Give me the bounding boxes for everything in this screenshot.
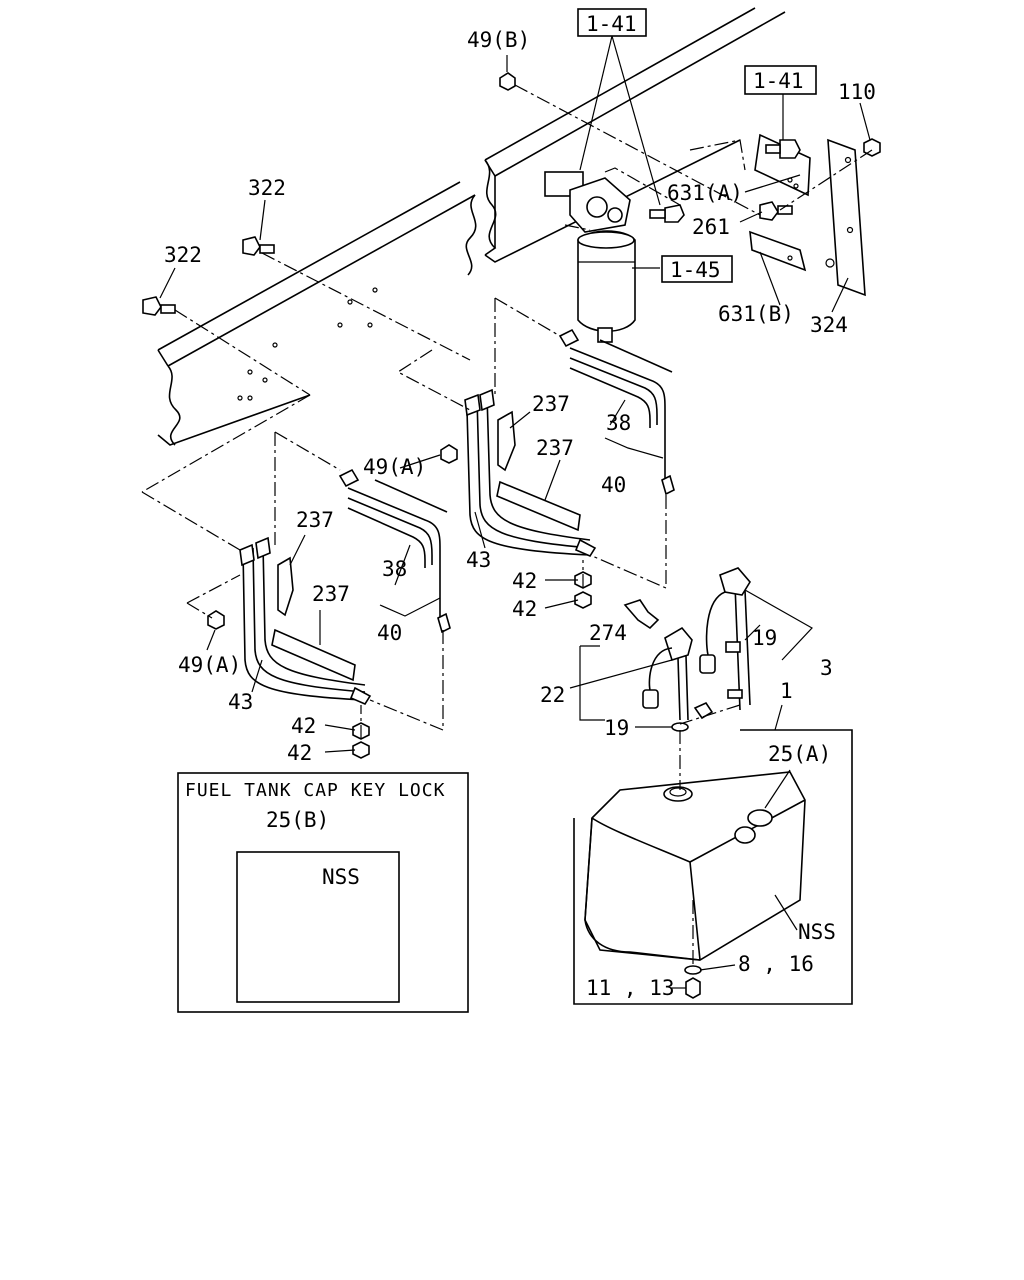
frame-rail-lower <box>157 181 477 446</box>
hardware <box>142 72 881 999</box>
callout-43-b: 43 <box>228 690 253 714</box>
inset-part-25b: 25(B) <box>266 808 329 832</box>
fuel-sender-units <box>623 567 751 721</box>
tank-frame <box>573 729 853 1005</box>
tank-band-set-left <box>239 468 451 706</box>
callout-25a: 25(A) <box>768 742 831 766</box>
frame-rail-upper <box>484 7 786 263</box>
callout-631b: 631(B) <box>718 302 794 326</box>
callout-42-b: 42 <box>512 597 537 621</box>
callout-40-b: 40 <box>377 621 402 645</box>
callout-43-a: 43 <box>466 548 491 572</box>
fuel-filter-assembly <box>544 171 636 343</box>
callout-49a-b: 49(A) <box>178 653 241 677</box>
callout-49b: 49(B) <box>467 28 530 52</box>
callout-8-16: 8 , 16 <box>738 952 814 976</box>
callout-322-a: 322 <box>248 176 286 200</box>
callout-38-b: 38 <box>382 557 407 581</box>
callout-237-c: 237 <box>296 508 334 532</box>
callout-261: 261 <box>692 215 730 239</box>
inset-nss: NSS <box>322 865 360 889</box>
callout-42-d: 42 <box>287 741 312 765</box>
inset-frame <box>177 772 469 1013</box>
callout-40-a: 40 <box>601 473 626 497</box>
callout-49a-a: 49(A) <box>363 455 426 479</box>
callout-19-b: 19 <box>604 716 629 740</box>
callout-42-c: 42 <box>291 714 316 738</box>
ref-box-145 <box>661 255 733 283</box>
leader-lines <box>159 35 871 989</box>
callout-631a: 631(A) <box>667 181 743 205</box>
ref-label-141-right: 1-41 <box>753 69 804 93</box>
callout-11-13: 11 , 13 <box>586 976 675 1000</box>
callout-22: 22 <box>540 683 565 707</box>
callout-38-a: 38 <box>606 411 631 435</box>
ref-label-145: 1-45 <box>670 258 721 282</box>
callout-324: 324 <box>810 313 848 337</box>
callout-nss-tank: NSS <box>798 920 836 944</box>
callout-19-a: 19 <box>752 626 777 650</box>
fuel-tank <box>584 771 806 961</box>
ref-box-141-top <box>577 8 647 37</box>
inset-inner-frame <box>236 851 400 1003</box>
callout-274: 274 <box>589 621 627 645</box>
callout-1: 1 <box>780 679 793 703</box>
inset-title: FUEL TANK CAP KEY LOCK <box>185 780 445 801</box>
callout-3: 3 <box>820 656 833 680</box>
callout-237-d: 237 <box>312 582 350 606</box>
callout-322-b: 322 <box>164 243 202 267</box>
tank-band-set-right <box>464 328 675 558</box>
ref-box-141-right <box>744 65 817 95</box>
callout-237-b: 237 <box>536 436 574 460</box>
assembly-lines <box>141 84 873 966</box>
callout-42-a: 42 <box>512 569 537 593</box>
callout-110: 110 <box>838 80 876 104</box>
callout-237-a: 237 <box>532 392 570 416</box>
ref-label-141-top: 1-41 <box>586 12 637 36</box>
